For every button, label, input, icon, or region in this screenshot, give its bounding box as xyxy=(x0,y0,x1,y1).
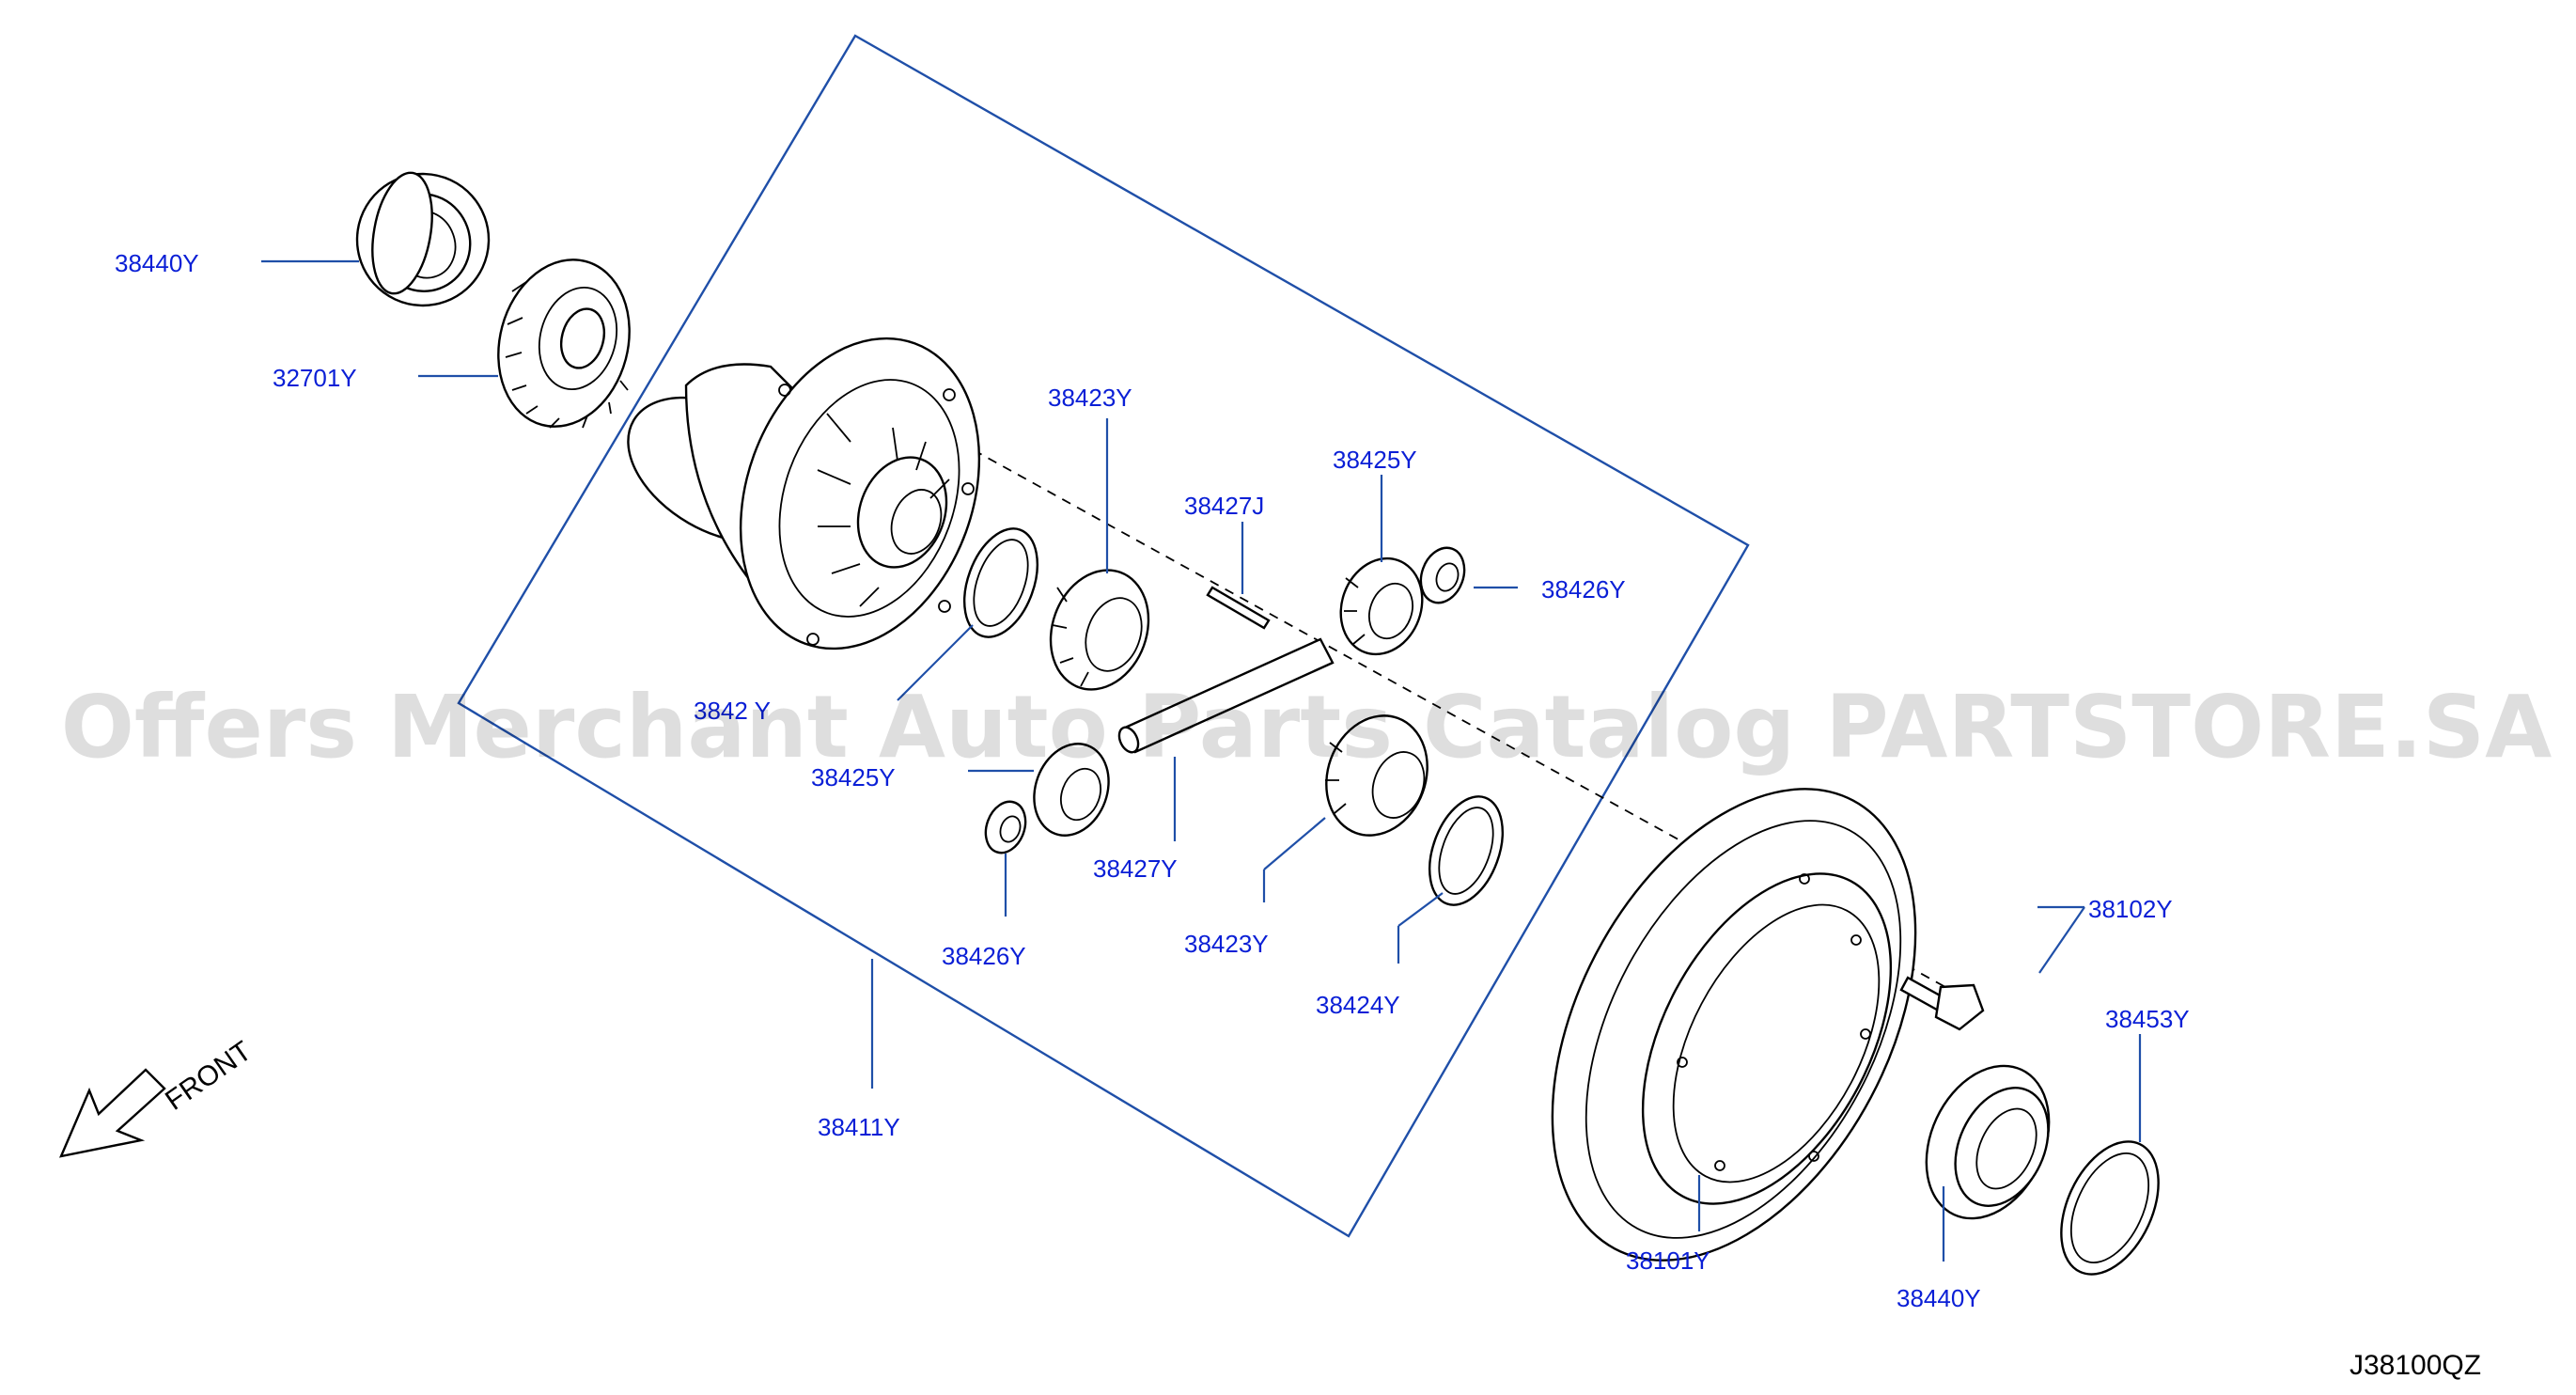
gear-icon xyxy=(1325,714,1429,837)
gear-icon xyxy=(497,259,631,429)
diagram-code: J38100QZ xyxy=(2350,1350,2481,1381)
pin-icon xyxy=(1206,586,1271,630)
bearing-icon xyxy=(1925,1064,2051,1220)
washer-icon xyxy=(984,800,1027,854)
part-label[interactable]: 38425Y xyxy=(811,763,896,792)
part-label[interactable]: 38102Y xyxy=(2088,895,2173,923)
front-arrow-icon xyxy=(58,1068,166,1158)
leader-lines xyxy=(261,259,2142,1262)
part-label[interactable]: 38427Y xyxy=(1093,854,1178,883)
washer-icon xyxy=(1419,546,1466,604)
part-label[interactable]: 3842 Y xyxy=(694,697,771,725)
part-label[interactable]: 38411Y xyxy=(818,1113,900,1141)
shaft-icon xyxy=(1117,637,1335,754)
gear-icon xyxy=(1339,556,1424,656)
part-label[interactable]: 38426Y xyxy=(1541,575,1626,603)
part-label[interactable]: 38425Y xyxy=(1333,446,1417,474)
case-icon xyxy=(627,337,981,650)
part-label[interactable]: 38440Y xyxy=(115,249,199,277)
ring-gear-icon xyxy=(1551,788,1917,1262)
part-label[interactable]: 38427J xyxy=(1184,492,1264,520)
part-label[interactable]: 32701Y xyxy=(273,364,357,392)
assembly-frame xyxy=(457,34,1750,1238)
watermark: Offers Merchant Auto Parts Catalog PARTS… xyxy=(61,677,2553,777)
part-label[interactable]: 38426Y xyxy=(942,942,1026,970)
shim-icon xyxy=(2060,1140,2160,1276)
part-label[interactable]: 38423Y xyxy=(1048,384,1132,412)
front-label: FRONT xyxy=(160,1035,258,1116)
part-label[interactable]: 38453Y xyxy=(2105,1005,2190,1033)
gear-icon xyxy=(1049,569,1150,691)
part-label[interactable]: 38101Y xyxy=(1626,1246,1710,1275)
part-label[interactable]: 38424Y xyxy=(1316,991,1400,1019)
bearing-icon xyxy=(355,171,491,307)
washer-icon xyxy=(1429,795,1504,906)
gear-icon xyxy=(1033,743,1110,837)
part-label[interactable]: 38440Y xyxy=(1897,1284,1981,1312)
bolt-icon xyxy=(1899,976,1985,1031)
washer-icon xyxy=(963,527,1038,638)
part-label[interactable]: 38423Y xyxy=(1184,930,1269,958)
